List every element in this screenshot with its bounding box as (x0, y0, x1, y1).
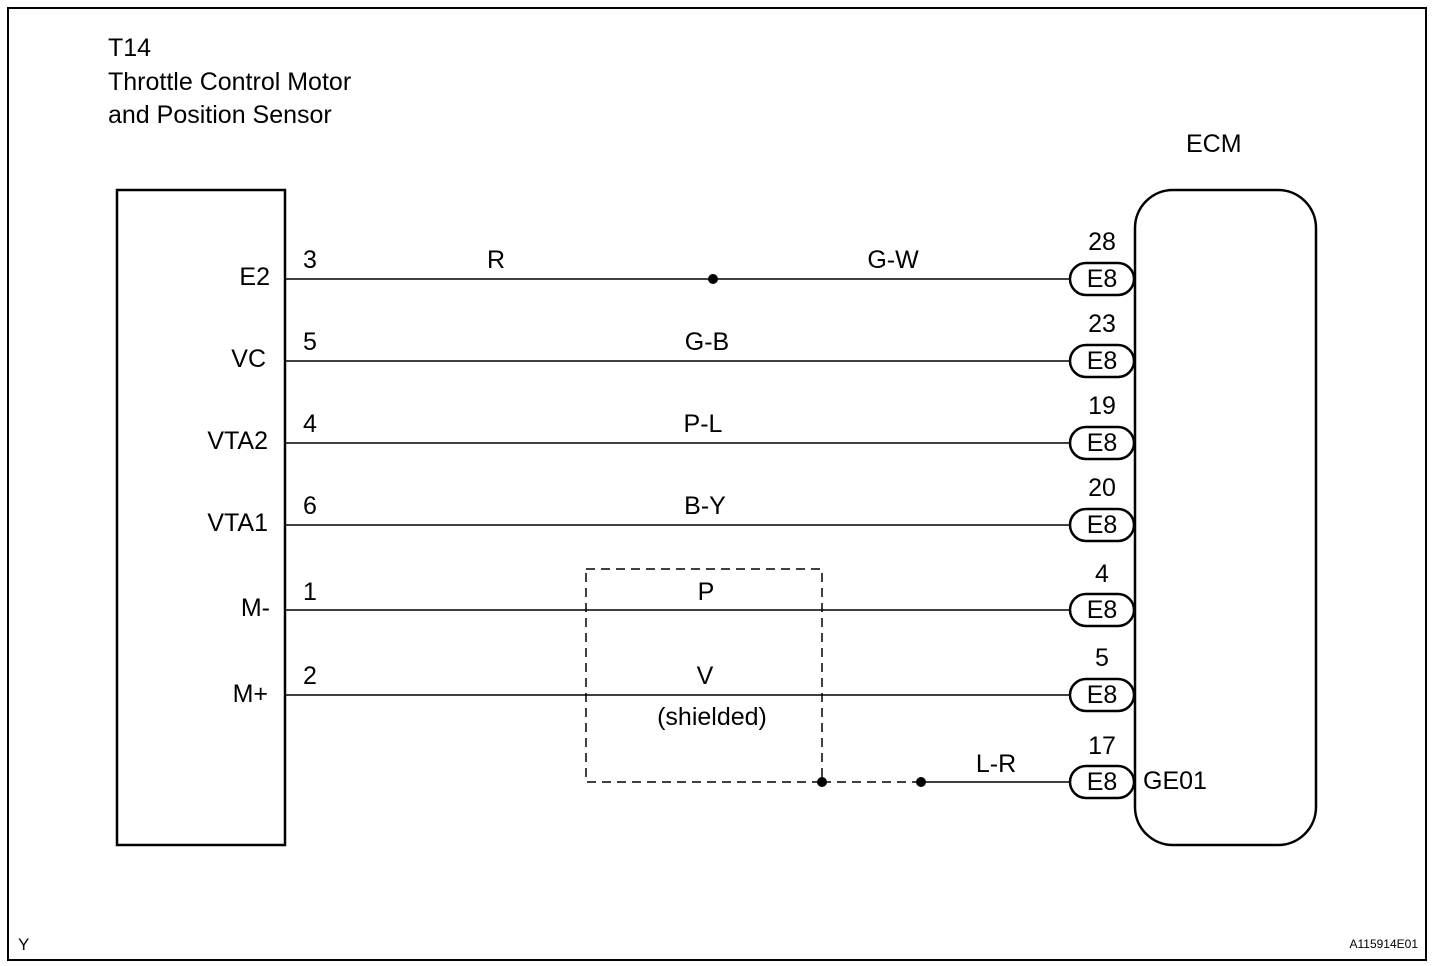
wire-row-vta2: VTA2 4 P-L 19 E8 (207, 392, 1136, 461)
footer-left-code: Y (18, 935, 29, 954)
ecm-label: ECM (1186, 130, 1242, 158)
terminal-label: VTA1 (207, 509, 268, 537)
connector-label: E8 (1087, 596, 1118, 624)
pin-number: 6 (303, 492, 317, 520)
terminal-label: VTA2 (207, 427, 268, 455)
connector-label: E8 (1087, 768, 1118, 796)
wire-row-vc: VC 5 G-B 23 E8 (231, 310, 1136, 379)
wire-color-left: R (487, 246, 505, 274)
connector-capsule (1068, 592, 1136, 628)
connector-capsule (1068, 425, 1136, 461)
wire-color: V (697, 662, 714, 690)
shield-group: (shielded) L-R 17 E8 GE01 (585, 568, 1207, 800)
pin-number: 2 (303, 662, 317, 690)
wire-color: P (698, 578, 715, 606)
terminal-label: M- (241, 594, 270, 622)
pin-number: 3 (303, 246, 317, 274)
ecm-pin-number: 20 (1088, 474, 1116, 502)
wire-color: G-B (685, 328, 729, 356)
component-box (115, 188, 287, 847)
connector-label: E8 (1087, 347, 1118, 375)
connector-label: E8 (1087, 511, 1118, 539)
splice-point (708, 274, 718, 284)
wire-color: B-Y (684, 492, 726, 520)
ecm-pin-number: 28 (1088, 228, 1116, 256)
ecm-pin-number: 4 (1095, 560, 1109, 588)
connector-capsule (1068, 343, 1136, 379)
footer-figure-id: A115914E01 (1349, 937, 1418, 951)
wire-color: P-L (684, 410, 723, 438)
ecm-box (1133, 188, 1318, 847)
pin-number: 4 (303, 410, 317, 438)
terminal-label: M+ (233, 680, 268, 708)
terminal-label: VC (231, 345, 266, 373)
wire-color-right: G-W (867, 246, 919, 274)
connector-capsule (1068, 261, 1136, 297)
component-id: T14 (108, 34, 151, 62)
ecm-pin-number: 17 (1088, 732, 1116, 760)
outer-frame (7, 7, 1427, 961)
ecm-terminal-label: GE01 (1143, 767, 1207, 795)
wire-row-vta1: VTA1 6 B-Y 20 E8 (207, 474, 1136, 543)
connector-label: E8 (1087, 681, 1118, 709)
ground-wire-color: L-R (976, 750, 1016, 778)
component-name-line2: and Position Sensor (108, 101, 332, 129)
terminal-label: E2 (239, 263, 270, 291)
shield-note: (shielded) (657, 703, 767, 731)
connector-capsule (1068, 764, 1136, 800)
wire-row-e2: E2 3 R G-W 28 E8 (239, 228, 1136, 297)
wire-row-m-minus: M- 1 P 4 E8 (241, 560, 1136, 628)
pin-number: 1 (303, 578, 317, 606)
shield-splice-point (817, 777, 827, 787)
ecm-pin-number: 5 (1095, 644, 1109, 672)
connector-label: E8 (1087, 265, 1118, 293)
ecm-pin-number: 23 (1088, 310, 1116, 338)
pin-number: 5 (303, 328, 317, 356)
connector-label: E8 (1087, 429, 1118, 457)
connector-capsule (1068, 677, 1136, 713)
component-name-line1: Throttle Control Motor (108, 68, 351, 96)
wire-row-m-plus: M+ 2 V 5 E8 (233, 644, 1136, 713)
connector-capsule (1068, 507, 1136, 543)
ecm-pin-number: 19 (1088, 392, 1116, 420)
